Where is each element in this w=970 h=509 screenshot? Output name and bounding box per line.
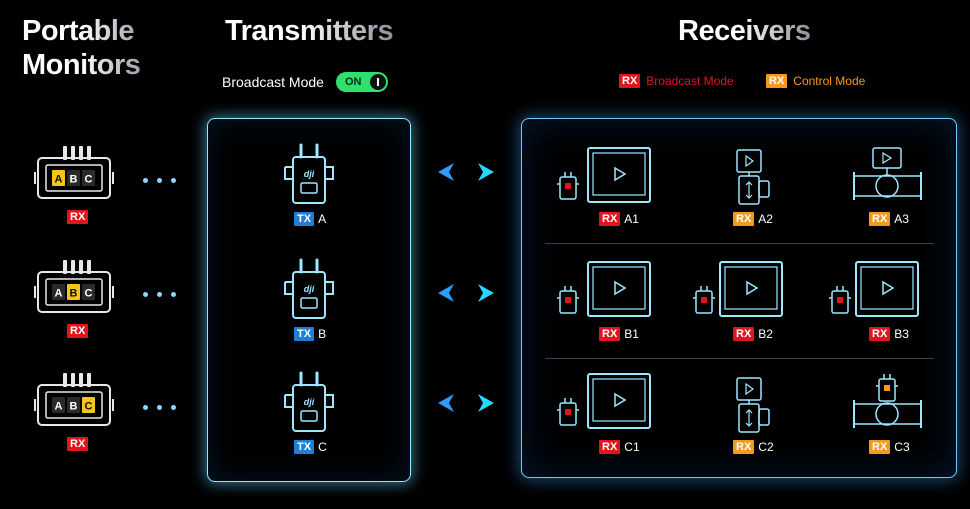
ellipsis-dots	[143, 405, 176, 410]
tag-badge: RX	[599, 327, 621, 341]
tag-badge: RX	[869, 440, 891, 454]
channel-letter: B	[70, 174, 78, 186]
device-label: C3	[894, 440, 910, 454]
broadcast-mode-label: Broadcast Mode	[222, 74, 324, 90]
tag-badge: RX	[67, 324, 89, 338]
channel-letter: C	[85, 174, 93, 186]
device-label: A1	[624, 212, 639, 226]
receiver-control-device-icon	[736, 377, 770, 433]
receiver-control-device-icon	[853, 147, 922, 200]
tag-badge: RX	[67, 210, 89, 224]
receiver-control-device-icon	[736, 149, 770, 205]
broadcast-mode-control: Broadcast Mode ON	[222, 72, 388, 92]
device-label: C1	[624, 440, 640, 454]
device-label: A	[318, 212, 327, 226]
legend-broadcast-mode: RX Broadcast Mode	[619, 74, 734, 88]
device-label: A3	[894, 212, 909, 226]
receiver-control-device-icon	[853, 374, 922, 428]
transmitter-icon: dji	[284, 258, 334, 319]
tag-badge: TX	[294, 212, 315, 226]
tag-badge: TX	[294, 440, 315, 454]
tag-badge: RX	[733, 440, 755, 454]
receiver-monitor-icon	[557, 261, 651, 317]
bidirectional-arrow-icon	[438, 163, 494, 181]
monitor-rx-label: RX	[67, 437, 89, 451]
legend-control-label: Control Mode	[793, 74, 866, 88]
ellipsis-dots	[143, 292, 176, 297]
receivers-row-divider	[545, 243, 934, 244]
legend-rx-orange-tag: RX	[766, 74, 788, 88]
channel-letter: A	[55, 174, 63, 186]
receivers-row-divider	[545, 358, 934, 359]
transmitter-icon: dji	[284, 371, 334, 432]
device-label: C2	[758, 440, 774, 454]
channel-letter: B	[70, 288, 78, 300]
tag-badge: RX	[869, 212, 891, 226]
dji-logo: dji	[304, 397, 315, 407]
legend-broadcast-label: Broadcast Mode	[646, 74, 734, 88]
transmitters-heading: Transmitters	[225, 15, 394, 47]
tag-badge: RX	[733, 327, 755, 341]
device-label: B2	[758, 327, 773, 341]
channel-letter: B	[70, 401, 78, 413]
tag-badge: RX	[599, 212, 621, 226]
channel-letter: A	[55, 401, 63, 413]
tag-badge: RX	[869, 327, 891, 341]
broadcast-mode-toggle[interactable]: ON	[335, 72, 388, 92]
ellipsis-dots	[143, 178, 176, 183]
tag-badge: TX	[294, 327, 315, 341]
device-label: B3	[894, 327, 909, 341]
channel-letter: A	[55, 288, 63, 300]
receivers-heading: Receivers	[678, 15, 811, 47]
toggle-on-text: ON	[344, 76, 362, 88]
receivers-panel	[521, 118, 957, 478]
device-label: A2	[758, 212, 773, 226]
dji-logo: dji	[304, 169, 315, 179]
monitor-rx-label: RX	[67, 324, 89, 338]
receiver-monitor-icon	[829, 261, 919, 317]
receiver-monitor-icon	[693, 261, 783, 317]
legend-control-mode: RX Control Mode	[766, 74, 865, 88]
receiver-monitor-icon	[557, 147, 651, 203]
device-label: B1	[624, 327, 639, 341]
device-label: C	[318, 440, 327, 454]
tag-badge: RX	[733, 212, 755, 226]
transmitters-panel	[207, 118, 411, 482]
toggle-knob	[369, 74, 386, 90]
device-label: B	[318, 327, 327, 341]
legend-rx-red-tag: RX	[619, 74, 641, 88]
monitor-rx-label: RX	[67, 210, 89, 224]
dji-logo: dji	[304, 284, 315, 294]
channel-letter: C	[85, 401, 93, 413]
channel-letter: C	[85, 288, 93, 300]
portable-monitors-heading: Portable Monitors	[22, 14, 152, 82]
bidirectional-arrow-icon	[438, 394, 494, 412]
tag-badge: RX	[67, 437, 89, 451]
bidirectional-arrow-icon	[438, 284, 494, 302]
tag-badge: RX	[599, 440, 621, 454]
receiver-monitor-icon	[557, 373, 651, 429]
transmitter-icon: dji	[284, 143, 334, 204]
